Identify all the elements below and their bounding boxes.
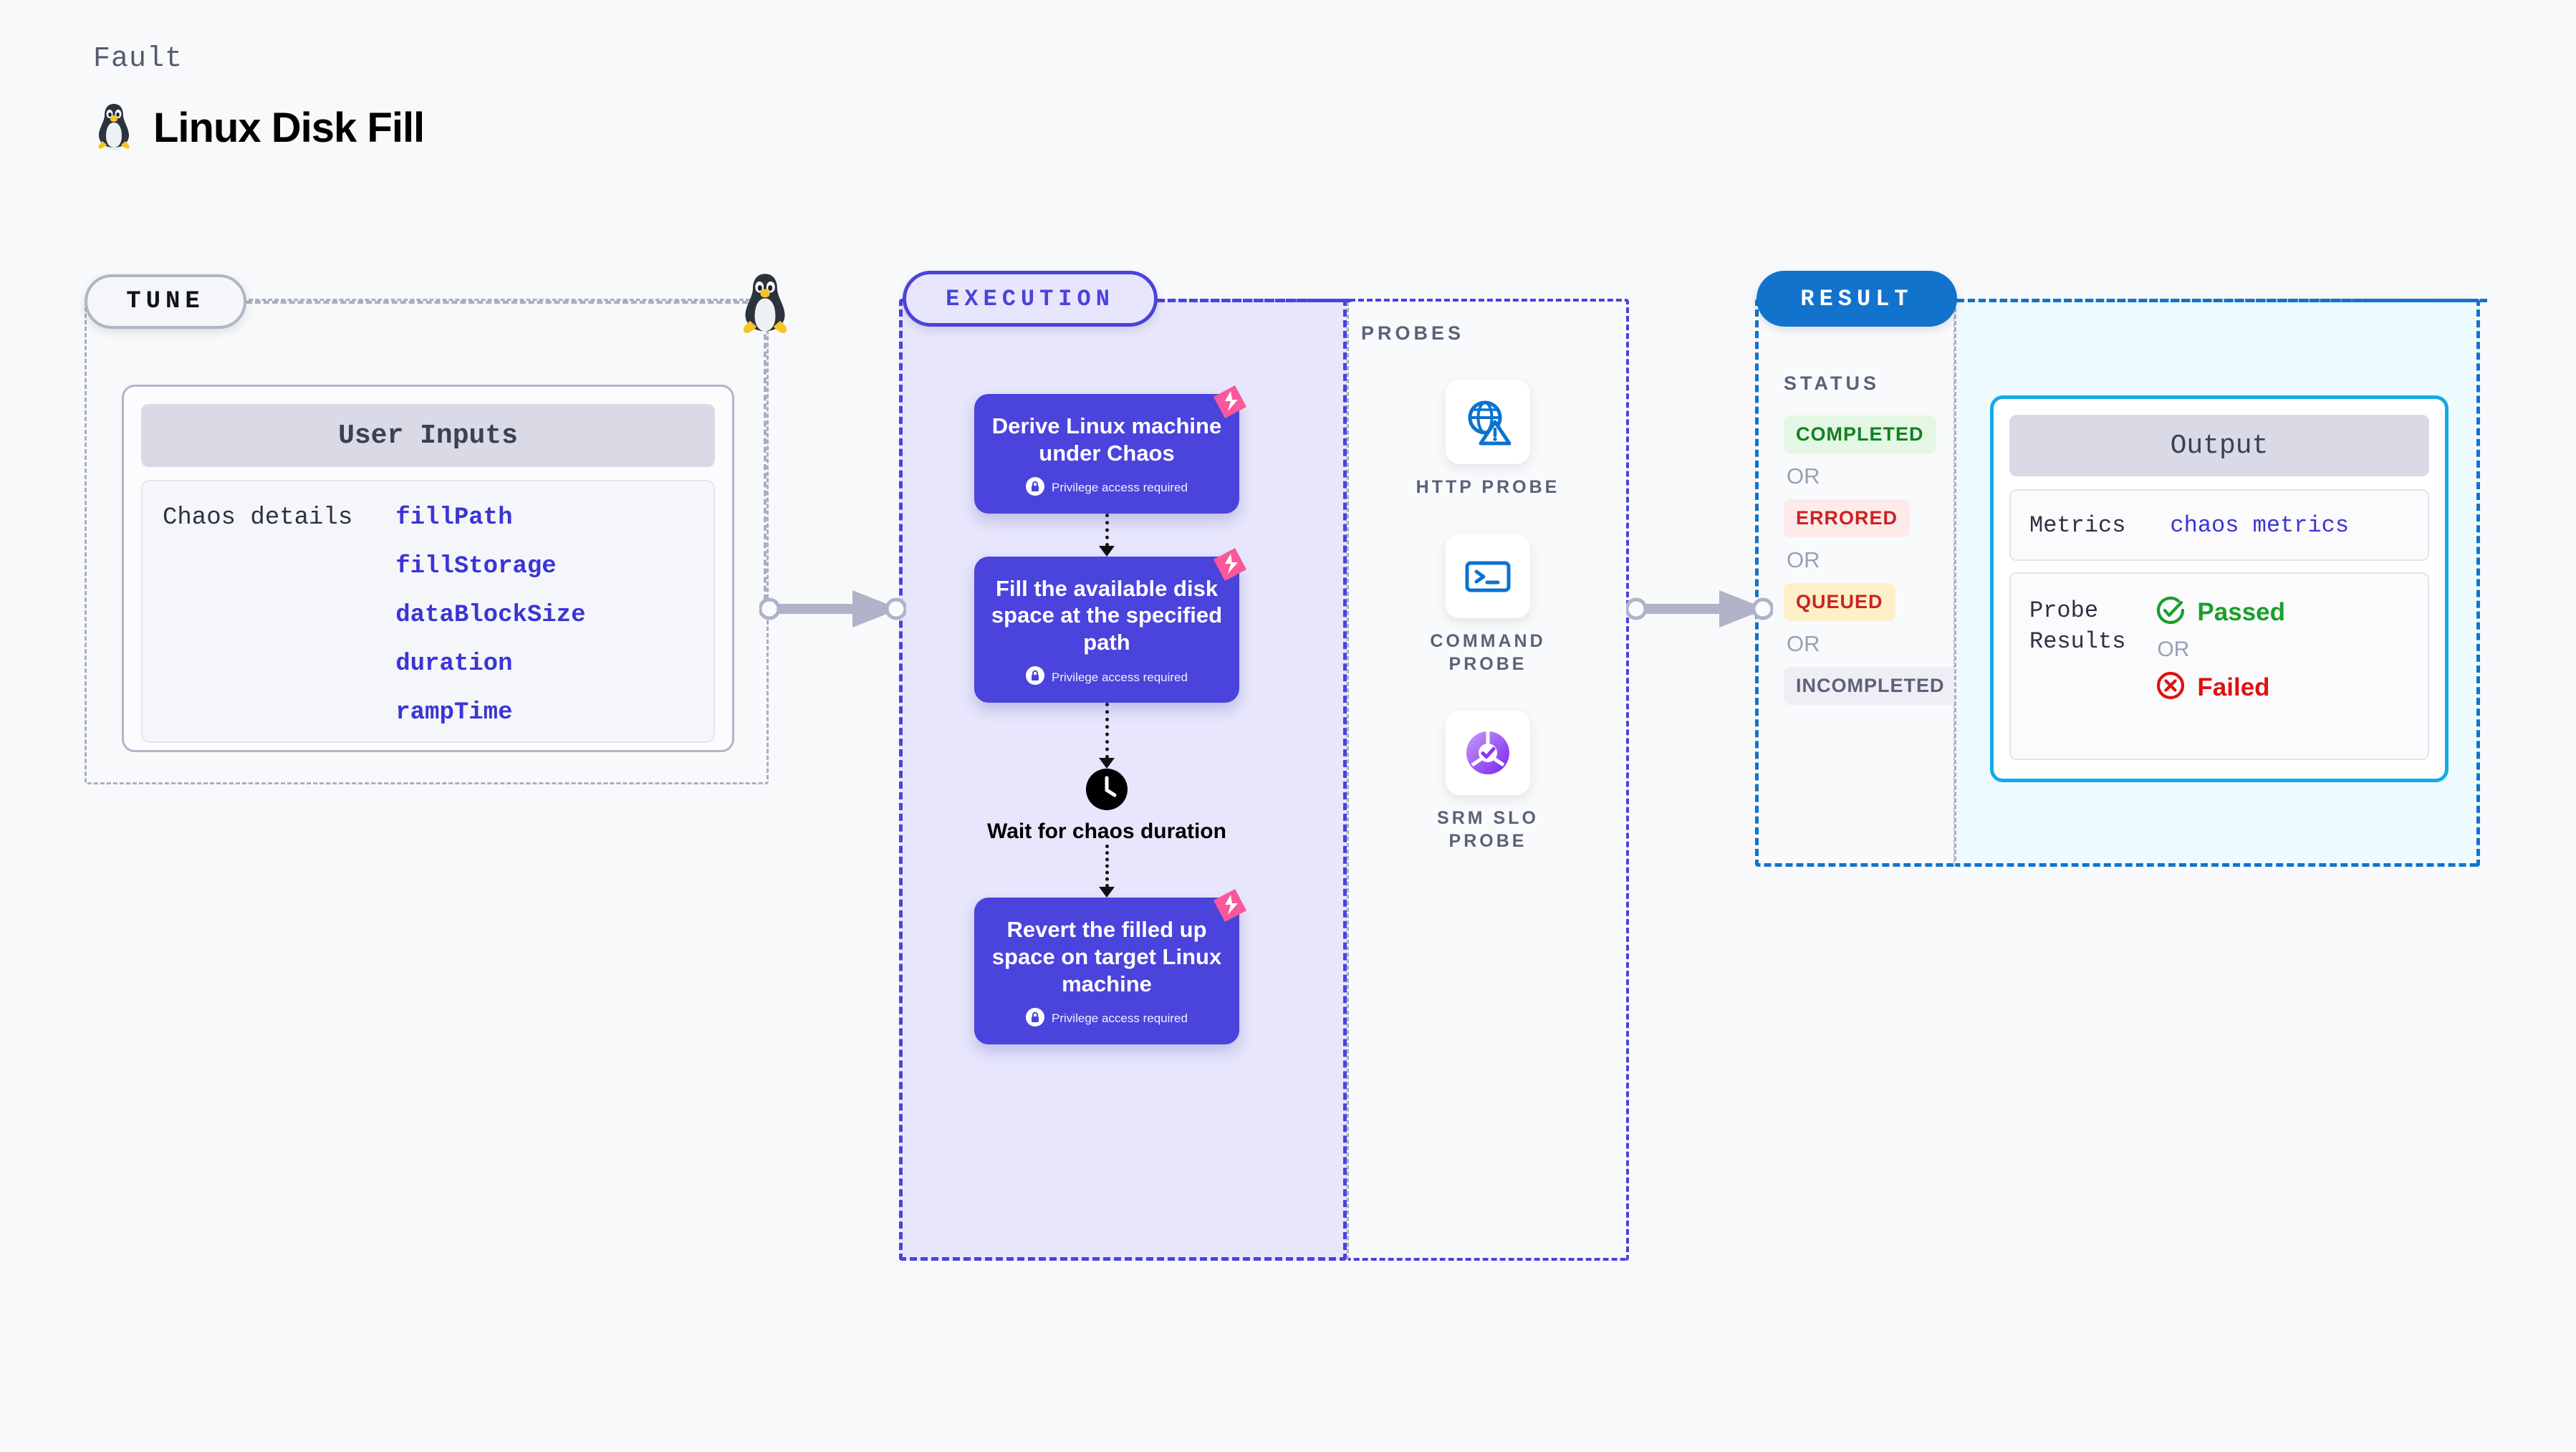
chaos-experiment-icon	[1211, 886, 1249, 925]
status-or-1: OR	[1787, 463, 1820, 489]
param-duration[interactable]: duration	[395, 650, 513, 678]
lock-icon	[1026, 666, 1045, 688]
chaos-experiment-icon	[1211, 383, 1249, 421]
status-list: COMPLETED OR ERRORED OR QUEUED OR INCOMP…	[1784, 415, 1957, 705]
param-ramptime[interactable]: rampTime	[395, 699, 513, 726]
globe-warning-icon	[1445, 380, 1530, 464]
verdict-failed: Failed	[2156, 670, 2285, 704]
privilege-badge: Privilege access required	[990, 1007, 1224, 1030]
terminal-icon	[1446, 533, 1530, 618]
page-header: Fault Linux Disk Fill	[93, 43, 425, 155]
probe-label-command: COMMAND PROBE	[1430, 630, 1546, 675]
verdict-or: OR	[2157, 638, 2190, 661]
tune-pill-label: TUNE	[126, 288, 205, 315]
tune-zone	[85, 299, 769, 784]
probe-label-http: HTTP PROBE	[1416, 477, 1560, 497]
metrics-key: Metrics	[2029, 511, 2126, 539]
status-or-3: OR	[1787, 631, 1820, 656]
execution-step-3[interactable]: Revert the filled up space on target Lin…	[974, 889, 1246, 1044]
x-circle-icon	[2156, 670, 2186, 704]
probe-verdicts: Passed OR Failed	[2156, 595, 2285, 737]
execution-step-3-title: Revert the filled up space on target Lin…	[991, 917, 1222, 996]
status-badge-completed: COMPLETED	[1784, 415, 1936, 453]
tune-section-pill[interactable]: TUNE	[85, 274, 246, 329]
lock-icon	[1026, 1007, 1045, 1030]
execution-connector-line	[1158, 299, 1351, 302]
status-badge-incompleted: INCOMPLETED	[1784, 667, 1957, 705]
execution-step-1-title: Derive Linux machine under Chaos	[991, 413, 1222, 466]
execution-section-pill[interactable]: EXECUTION	[903, 271, 1158, 327]
execution-step-2[interactable]: Fill the available disk space at the spe…	[974, 547, 1246, 703]
probe-item-http[interactable]: HTTP PROBE	[1416, 380, 1560, 499]
clock-icon	[1086, 769, 1128, 811]
user-inputs-body: Chaos details fillPath fillStorage dataB…	[141, 480, 715, 743]
lock-icon	[1026, 476, 1045, 499]
tune-to-execution-arrow	[758, 580, 908, 641]
privilege-text: Privilege access required	[1052, 670, 1188, 684]
flow-connector-2	[974, 703, 1239, 769]
linux-penguin-connector-icon	[738, 269, 792, 337]
flow-connector-1	[974, 513, 1239, 557]
probes-list: HTTP PROBE COMMAND PROBE	[1347, 380, 1629, 853]
linux-penguin-icon	[93, 101, 135, 155]
result-section-pill[interactable]: RESULT	[1756, 271, 1957, 327]
result-connector-line	[1957, 299, 2487, 302]
wait-for-chaos-duration-node: Wait for chaos duration	[974, 769, 1239, 845]
flow-connector-3	[974, 845, 1239, 898]
slo-donut-check-icon	[1446, 710, 1530, 795]
probe-item-command[interactable]: COMMAND PROBE	[1395, 533, 1581, 676]
status-badge-errored: ERRORED	[1784, 499, 1911, 537]
execution-step-1[interactable]: Derive Linux machine under Chaos Privile…	[974, 385, 1246, 514]
param-fillstorage[interactable]: fillStorage	[395, 553, 557, 580]
metrics-row: Metrics chaos metrics	[2009, 489, 2429, 561]
execution-pill-label: EXECUTION	[946, 285, 1115, 312]
user-inputs-heading: User Inputs	[141, 404, 715, 467]
metrics-value[interactable]: chaos metrics	[2170, 511, 2350, 539]
privilege-text: Privilege access required	[1052, 481, 1188, 495]
wait-node-label: Wait for chaos duration	[987, 819, 1226, 844]
check-circle-icon	[2156, 595, 2186, 629]
user-inputs-card: User Inputs Chaos details fillPath fillS…	[122, 385, 734, 752]
fault-title-row: Linux Disk Fill	[93, 101, 425, 155]
fault-eyebrow-label: Fault	[93, 43, 183, 75]
result-pill-label: RESULT	[1800, 285, 1913, 312]
output-heading: Output	[2009, 415, 2429, 476]
chaos-experiment-icon	[1211, 545, 1249, 584]
tune-connector-line	[246, 301, 756, 304]
privilege-badge: Privilege access required	[990, 666, 1224, 688]
privilege-text: Privilege access required	[1052, 1011, 1188, 1025]
execution-flow: Derive Linux machine under Chaos Privile…	[974, 385, 1246, 1044]
chaos-details-label: Chaos details	[163, 504, 353, 532]
verdict-passed-label: Passed	[2197, 597, 2286, 626]
verdict-passed: Passed	[2156, 595, 2285, 629]
privilege-badge: Privilege access required	[990, 476, 1224, 499]
verdict-failed-label: Failed	[2197, 673, 2270, 701]
status-or-2: OR	[1787, 547, 1820, 572]
chaos-params-list: fillPath fillStorage dataBlockSize durat…	[395, 504, 586, 726]
status-badge-queued: QUEUED	[1784, 583, 1895, 621]
execution-step-2-title: Fill the available disk space at the spe…	[991, 575, 1223, 655]
probe-label-srm-slo: SRM SLO PROBE	[1437, 807, 1539, 852]
status-section-label: STATUS	[1784, 372, 1880, 394]
tune-vertical-divider	[764, 308, 766, 609]
param-datablocksize[interactable]: dataBlockSize	[395, 602, 586, 629]
page-title: Linux Disk Fill	[153, 105, 425, 151]
probes-section-label: PROBES	[1361, 322, 1465, 344]
param-fillpath[interactable]: fillPath	[395, 504, 513, 532]
probe-item-srm-slo[interactable]: SRM SLO PROBE	[1395, 710, 1581, 853]
result-zone	[1755, 299, 1956, 867]
execution-to-result-arrow	[1625, 580, 1774, 641]
